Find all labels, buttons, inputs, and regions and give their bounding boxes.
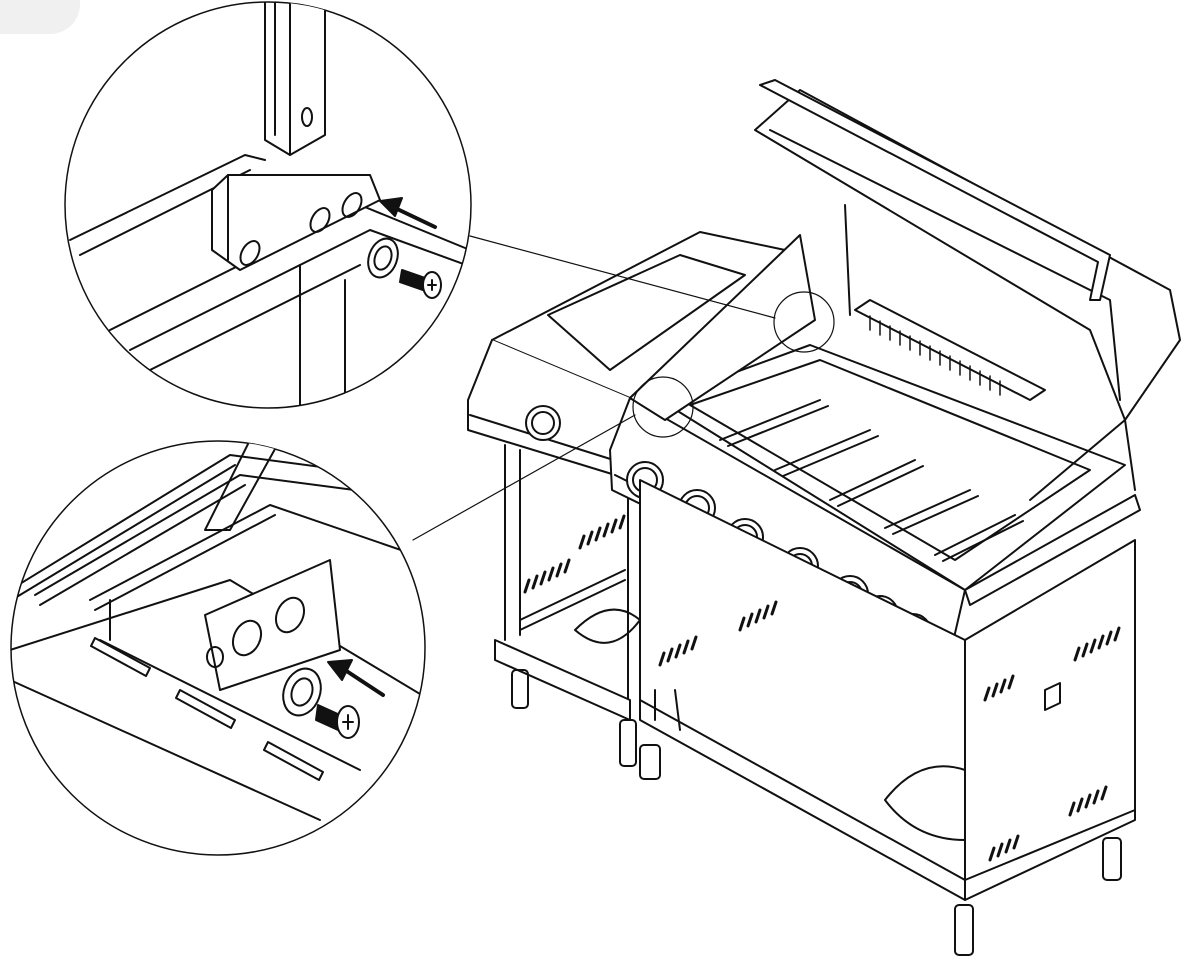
grill-illustration	[467, 79, 1181, 956]
side-burner-lid	[547, 254, 746, 371]
main-grill-body	[609, 79, 1181, 956]
washer-icon	[367, 237, 399, 279]
detail-callout-upper	[64, 1, 472, 409]
callout-origin-lower	[632, 376, 694, 438]
grill-lid	[754, 79, 1181, 421]
callout-origin-upper	[773, 291, 835, 353]
insertion-arrow-icon	[327, 659, 385, 697]
side-cabinet	[467, 231, 786, 767]
screw-icon	[399, 269, 442, 299]
insertion-arrow-icon	[379, 197, 437, 229]
leader-line-upper	[469, 235, 776, 319]
detail-callout-lower	[10, 440, 426, 856]
washer-icon	[282, 667, 322, 717]
grill-grates	[719, 399, 1024, 562]
corner-tab	[0, 0, 80, 34]
leader-line-lower	[412, 414, 636, 541]
lid-handle	[759, 79, 1111, 301]
screw-icon	[315, 704, 360, 739]
rotisserie-burner	[854, 299, 1046, 401]
side-burner-knob	[525, 405, 561, 441]
